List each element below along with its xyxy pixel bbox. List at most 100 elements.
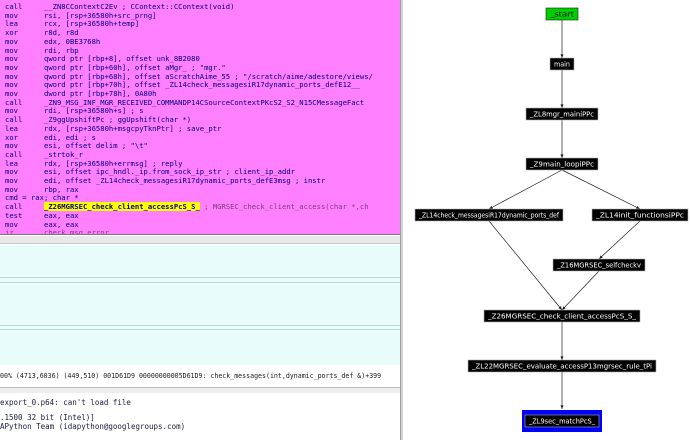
asm-line[interactable]: call _Z26MGRSEC_check_client_accessPcS_S_… (0, 202, 400, 212)
asm-line[interactable]: mov edi, offset _ZL14check_messagesiR17dy… (0, 176, 400, 185)
graph-node-start[interactable]: _start (545, 7, 579, 21)
listing-separator (0, 329, 400, 330)
asm-line[interactable]: jz check_msg_error (0, 228, 400, 235)
graph-node-label: main (554, 61, 570, 69)
asm-mnemonic: mov (5, 36, 18, 46)
asm-horizontal-scrollbar[interactable] (0, 236, 400, 244)
asm-operands: _Z26MGRSEC_check_client_accessPcS_S_ ; M… (44, 202, 369, 212)
graph-node-label: _start (549, 11, 575, 19)
graph-node-match[interactable]: _ZL9sec_matchPcS_ (522, 410, 602, 432)
asm-line[interactable]: mov edx, 0BE3768h (0, 37, 400, 46)
asm-mnemonic: mov (5, 71, 18, 81)
asm-operands: _strtok_r (44, 149, 83, 159)
graph-edge-arrow (489, 205, 493, 209)
graph-node-main[interactable]: main (549, 57, 575, 71)
asm-operands: dword ptr [rbp+78h], 0A80h (44, 89, 157, 98)
graph-node-box (525, 107, 599, 121)
graph-node-box (524, 414, 600, 428)
graph-node-mgr-main[interactable]: _ZL8mgr_mainiPPc (525, 107, 599, 121)
asm-operands: rdi, [rsp+36580h+s] ; s (44, 106, 144, 116)
asm-line[interactable]: cmd = rax; char * (0, 193, 400, 202)
asm-mnemonic: mov (5, 54, 18, 64)
graph-node-label: _ZL14init_functionsiPPc (595, 212, 684, 220)
graph-node-box (483, 309, 641, 323)
asm-mnemonic: jz (5, 228, 14, 235)
asm-operands: check_msg_error (44, 228, 109, 235)
graph-node-box (591, 208, 689, 222)
asm-mnemonic: call (5, 2, 23, 11)
asm-mnemonic: cmd = rax (5, 193, 44, 203)
output-line: export_0.p64: can't load file (0, 398, 131, 407)
output-scrollbar[interactable] (0, 387, 400, 393)
graph-node-box (545, 7, 579, 21)
graph-node-box (552, 258, 646, 272)
asm-listing[interactable]: call__ZN8CContextC2Ev ; CContext::CConte… (0, 0, 400, 235)
disassembly-pane[interactable]: call__ZN8CContextC2Ev ; CContext::CConte… (0, 0, 400, 440)
asm-mnemonic: call (5, 97, 23, 107)
asm-line[interactable]: call_ZN9_MSG_INF_MGR_RECEIVED_COMMANDP14… (0, 98, 400, 107)
asm-mnemonic: lea (5, 19, 18, 29)
graph-node-box (467, 359, 657, 373)
asm-mnemonic: mov (5, 176, 18, 185)
listing-separator (0, 277, 400, 278)
asm-mnemonic: mov (5, 45, 18, 55)
asm-operands: esi, offset ipc_hndl._ip.from_sock_ip_st… (44, 167, 295, 177)
graph-node-main-loop[interactable]: _Z9main_loopiPPc (525, 157, 599, 171)
asm-operands: qword ptr [rbp+8], offset unk_8B2080 (44, 54, 200, 64)
asm-operands: edi, offset _ZL14check_messagesiR17dynam… (44, 176, 326, 185)
graph-edge-arrow (560, 104, 564, 108)
asm-mnemonic: xor (5, 132, 18, 142)
asm-line[interactable]: mov esi, offset ipc_hndl._ip.from_sock_ip… (0, 167, 400, 176)
asm-mnemonic: xor (5, 28, 18, 38)
asm-operands: eax, eax (44, 219, 79, 229)
asm-mnemonic: mov (5, 167, 18, 177)
asm-line[interactable]: mov qword ptr [rbp+8], offset unk_8B2080 (0, 54, 400, 63)
graph-edge-arrow (558, 306, 562, 310)
graph-node-client-access[interactable]: _Z26MGRSEC_check_client_accessPcS_S_ (483, 309, 641, 323)
asm-operands: ; char * (44, 193, 79, 203)
pane-splitter[interactable] (400, 0, 404, 440)
graph-edge (561, 270, 600, 311)
graph-edge (488, 169, 563, 210)
asm-line[interactable]: call_Z9ggUpshiftPc ; ggUpshift(char *) (0, 115, 400, 124)
graph-node-label: _ZL8mgr_mainiPPc (529, 111, 594, 119)
graph-node-init-functions[interactable]: _ZL14init_functionsiPPc (591, 208, 689, 222)
graph-node-label: _Z16MGRSEC_selfcheckv (556, 262, 641, 270)
graph-edge (561, 169, 641, 210)
graph-node-check-messages[interactable]: _ZL14check_messagesiR17dynamic_ports_def (414, 208, 564, 222)
graph-node-label: _Z26MGRSEC_check_client_accessPcS_S_ (487, 313, 637, 321)
graph-node-label: _ZL14check_messagesiR17dynamic_ports_def (418, 212, 559, 220)
graph-edge (598, 220, 641, 260)
graph-node-box (549, 57, 575, 71)
asm-line[interactable]: mov dword ptr [rbp+78h], 0A80h (0, 89, 400, 98)
output-line: .1500 32 bit (Intel)] (0, 413, 95, 422)
asm-mnemonic: call (5, 202, 23, 212)
asm-mnemonic: mov (5, 80, 18, 90)
asm-line[interactable]: call _strtok_r (0, 150, 400, 159)
asm-mnemonic: lea (5, 158, 18, 168)
asm-operands: edx, 0BE3768h (44, 36, 101, 46)
graph-node-evaluate-access[interactable]: _ZL22MGRSEC_evaluate_accessP13mgrsec_rul… (467, 359, 657, 373)
asm-line[interactable]: call__ZN8CContextC2Ev ; CContext::CConte… (0, 2, 400, 11)
asm-mnemonic: call (5, 149, 23, 159)
graph-node-selfcheck[interactable]: _Z16MGRSEC_selfcheckv (552, 258, 646, 272)
graph-edge-arrow (599, 255, 603, 259)
asm-mnemonic: mov (5, 89, 18, 98)
